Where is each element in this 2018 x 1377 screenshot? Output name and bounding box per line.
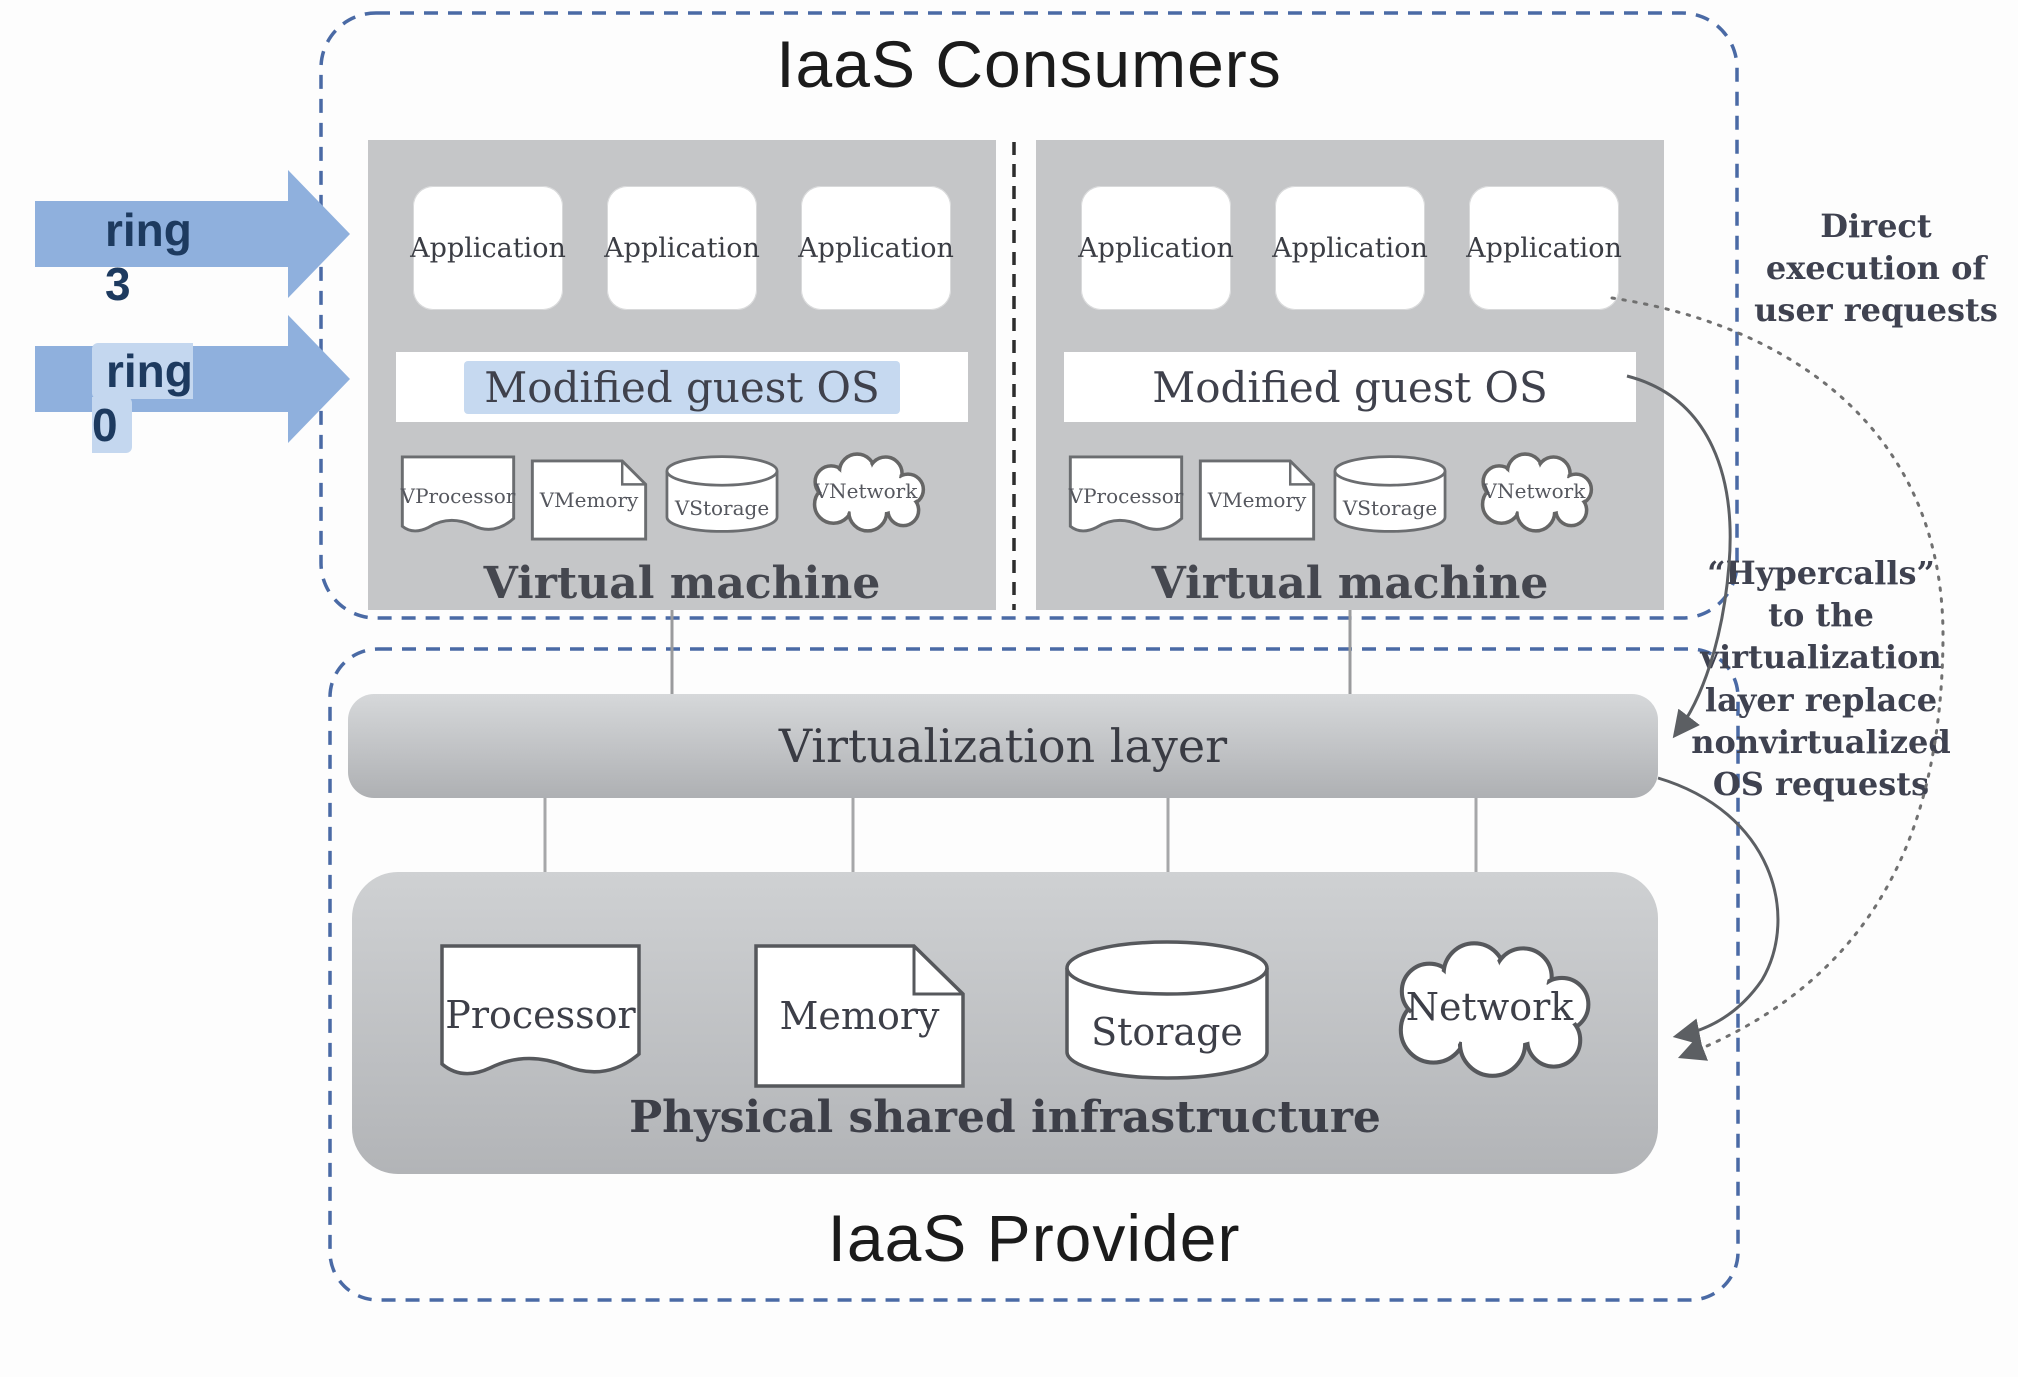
vm2-label: Virtual machine	[1151, 558, 1549, 609]
vm2-guest-os-label: Modified guest OS	[1152, 362, 1548, 412]
vm2-application-box-1: Application	[1078, 186, 1234, 310]
vprocessor-label: VProcessor	[400, 484, 516, 508]
application-label: Application	[604, 232, 760, 264]
vm2-app-row: Application Application Application	[1036, 186, 1664, 310]
vm2-application-box-3: Application	[1466, 186, 1622, 310]
consumers-title: IaaS Consumers	[776, 27, 1282, 101]
vm1-label: Virtual machine	[483, 558, 881, 609]
hypercall-curve-virtualization-to-physical	[1657, 776, 1780, 1045]
application-label: Application	[1466, 232, 1622, 264]
vm1-application-box-3: Application	[798, 186, 954, 310]
vstorage-label: VStorage	[1342, 496, 1438, 520]
vnetwork-icon: VNetwork	[1466, 442, 1602, 540]
processor-label: Processor	[445, 992, 636, 1037]
vstorage-icon: VStorage	[1330, 446, 1450, 542]
vprocessor-label: VProcessor	[1068, 484, 1184, 508]
physical-infrastructure-box: Processor Memory Storage Network	[352, 872, 1658, 1174]
vm1-panel: Application Application Application Modi…	[368, 140, 996, 610]
vm1-application-box-2: Application	[604, 186, 760, 310]
vnetwork-label: VNetwork	[1482, 479, 1586, 503]
processor-icon: Processor	[438, 942, 643, 1087]
vm1-guest-os-label: Modified guest OS	[464, 360, 900, 414]
provider-title: IaaS Provider	[827, 1201, 1241, 1275]
virtualization-layer-bar: Virtualization layer	[348, 694, 1658, 798]
vnetwork-label: VNetwork	[814, 479, 918, 503]
memory-icon: Memory	[752, 942, 967, 1090]
vmemory-icon: VMemory	[528, 458, 650, 542]
vm2-guest-os-bar: Modified guest OS	[1064, 352, 1636, 422]
application-label: Application	[1078, 232, 1234, 264]
vprocessor-icon: VProcessor	[398, 454, 518, 538]
vmemory-label: VMemory	[539, 488, 639, 512]
vprocessor-icon: VProcessor	[1066, 454, 1186, 538]
vstorage-icon: VStorage	[662, 446, 782, 542]
application-label: Application	[798, 232, 954, 264]
ring0-arrow-head	[288, 315, 350, 443]
vm2-application-box-2: Application	[1272, 186, 1428, 310]
vstorage-label: VStorage	[674, 496, 770, 520]
ring3-arrow-body	[35, 201, 288, 267]
network-icon: Network	[1372, 928, 1607, 1086]
vm1-application-box-1: Application	[410, 186, 566, 310]
ring0-label: ring 0	[92, 343, 193, 453]
vmemory-label: VMemory	[1207, 488, 1307, 512]
vm1-app-row: Application Application Application	[368, 186, 996, 310]
vm2-vicon-row: VProcessor VMemory VStorage	[1036, 446, 1664, 546]
hypercalls-annotation: “Hypercalls” to the virtualization layer…	[1691, 554, 1951, 804]
storage-icon: Storage	[1058, 936, 1276, 1084]
vm1-vicon-row: VProcessor VMemory VStorage	[368, 446, 996, 546]
memory-label: Memory	[779, 994, 940, 1038]
virtualization-layer-label: Virtualization layer	[778, 719, 1228, 773]
direct-execution-annotation: Direct execution of user requests	[1754, 207, 1998, 330]
ring3-arrow-head	[288, 170, 350, 298]
vm2-panel: Application Application Application Modi…	[1036, 140, 1664, 610]
application-label: Application	[1272, 232, 1428, 264]
vnetwork-icon: VNetwork	[798, 442, 934, 540]
ring3-label: ring 3	[105, 204, 192, 310]
application-label: Application	[410, 232, 566, 264]
physical-infrastructure-caption: Physical shared infrastructure	[629, 1092, 1381, 1143]
storage-label: Storage	[1091, 1010, 1243, 1054]
vmemory-icon: VMemory	[1196, 458, 1318, 542]
network-label: Network	[1405, 985, 1574, 1029]
vm1-guest-os-bar: Modified guest OS	[396, 352, 968, 422]
